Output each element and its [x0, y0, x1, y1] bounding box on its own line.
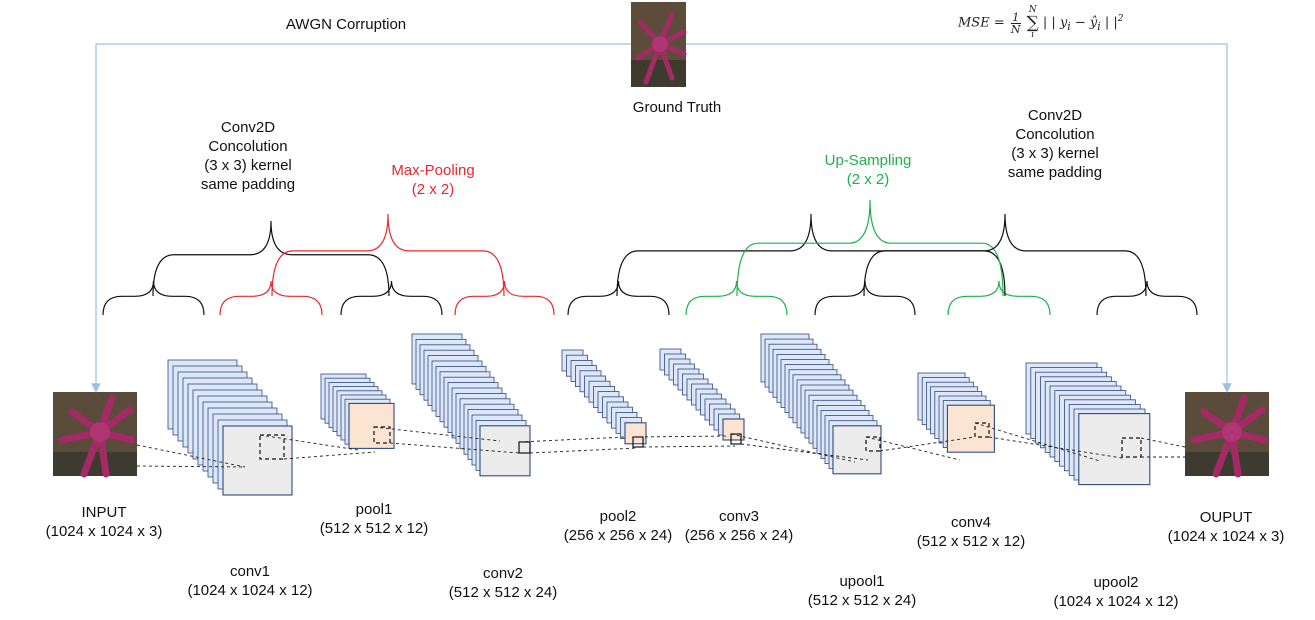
feature-map-front [832, 425, 882, 475]
layer-label-conv1: conv1(1024 x 1024 x 12) [187, 563, 313, 599]
connection-line [879, 436, 976, 452]
connection-line [974, 422, 1101, 462]
ground-truth-image [631, 2, 687, 87]
kernel-window [1121, 437, 1142, 458]
conv-brace-right-a [616, 213, 1006, 297]
layer-label-conv3: conv3(256 x 256 x 24) [684, 508, 794, 544]
connection-line [518, 436, 626, 443]
stack-conv4 [917, 372, 995, 453]
layer-label-pool1: pool1(512 x 512 x 12) [319, 501, 429, 537]
feature-map-front [1078, 413, 1151, 486]
connection-line [632, 435, 729, 438]
layer-label-output: OUPUT(1024 x 1024 x 3) [1167, 509, 1285, 545]
connection-line [283, 451, 376, 460]
kernel-window [518, 441, 531, 454]
layer-label-pool2: pool2(256 x 256 x 24) [563, 508, 673, 544]
mse-arrow [686, 43, 1232, 393]
connection-line [529, 447, 638, 454]
small-brace [454, 280, 555, 316]
stack-pool1 [320, 373, 395, 449]
feature-map-front [722, 418, 745, 441]
stack-conv2 [411, 333, 531, 477]
conv2d-right-label: Conv2D Concolution (3 x 3) kernel same p… [1007, 107, 1103, 181]
connection-line [865, 436, 961, 461]
kernel-window [259, 434, 285, 460]
layer-label-input: INPUT(1024 x 1024 x 3) [45, 504, 163, 540]
kernel-window [865, 436, 881, 452]
connection-lines [136, 422, 1186, 468]
layer-label-conv4: conv4(512 x 512 x 12) [916, 514, 1026, 550]
layer-label-upool2: upool2(1024 x 1024 x 12) [1053, 574, 1179, 610]
connection-line [988, 436, 1123, 459]
small-brace [814, 280, 916, 316]
upsample-brace [736, 199, 1004, 297]
maxpool-brace [271, 213, 505, 297]
small-brace [219, 280, 323, 316]
stack-upool1 [760, 333, 882, 475]
small-brace [1096, 280, 1198, 316]
kernel-window [632, 436, 644, 448]
kernel-window [974, 422, 990, 438]
ground-truth-label: Ground Truth [632, 99, 722, 116]
stack-pool2 [561, 349, 647, 448]
awgn-label: AWGN Corruption [285, 16, 407, 33]
kernel-window [373, 426, 391, 444]
stack-conv1 [167, 359, 293, 496]
conv-brace-left [152, 220, 390, 297]
output-image [1185, 392, 1269, 478]
stack-conv3 [659, 348, 745, 445]
small-brace [567, 280, 670, 316]
conv-brace-right-b [863, 213, 1147, 297]
feature-map-front [624, 422, 647, 445]
feature-map-front [348, 402, 395, 449]
small-brace [340, 280, 443, 316]
input-image [53, 392, 137, 478]
layer-label-upool1: upool1(512 x 512 x 24) [807, 573, 917, 609]
small-brace [685, 280, 788, 316]
feature-map-front [946, 404, 995, 453]
upsample-label: Up-Sampling (2 x 2) [824, 152, 912, 188]
awgn-arrow [91, 43, 631, 393]
connection-line [642, 445, 736, 448]
feature-map-front [222, 425, 293, 496]
operation-braces [102, 199, 1198, 316]
layer-stacks [167, 333, 1151, 496]
connection-line [1140, 437, 1186, 448]
kernel-window [730, 433, 742, 445]
conv2d-left-label: Conv2D Concolution (3 x 3) kernel same p… [200, 119, 296, 193]
connection-line [136, 465, 246, 468]
maxpool-label: Max-Pooling (2 x 2) [391, 162, 475, 198]
connection-line [136, 444, 246, 468]
connection-line [259, 434, 359, 451]
small-brace [947, 280, 1051, 316]
layer-label-conv2: conv2(512 x 512 x 24) [448, 565, 558, 601]
stack-upool2 [1025, 362, 1151, 486]
